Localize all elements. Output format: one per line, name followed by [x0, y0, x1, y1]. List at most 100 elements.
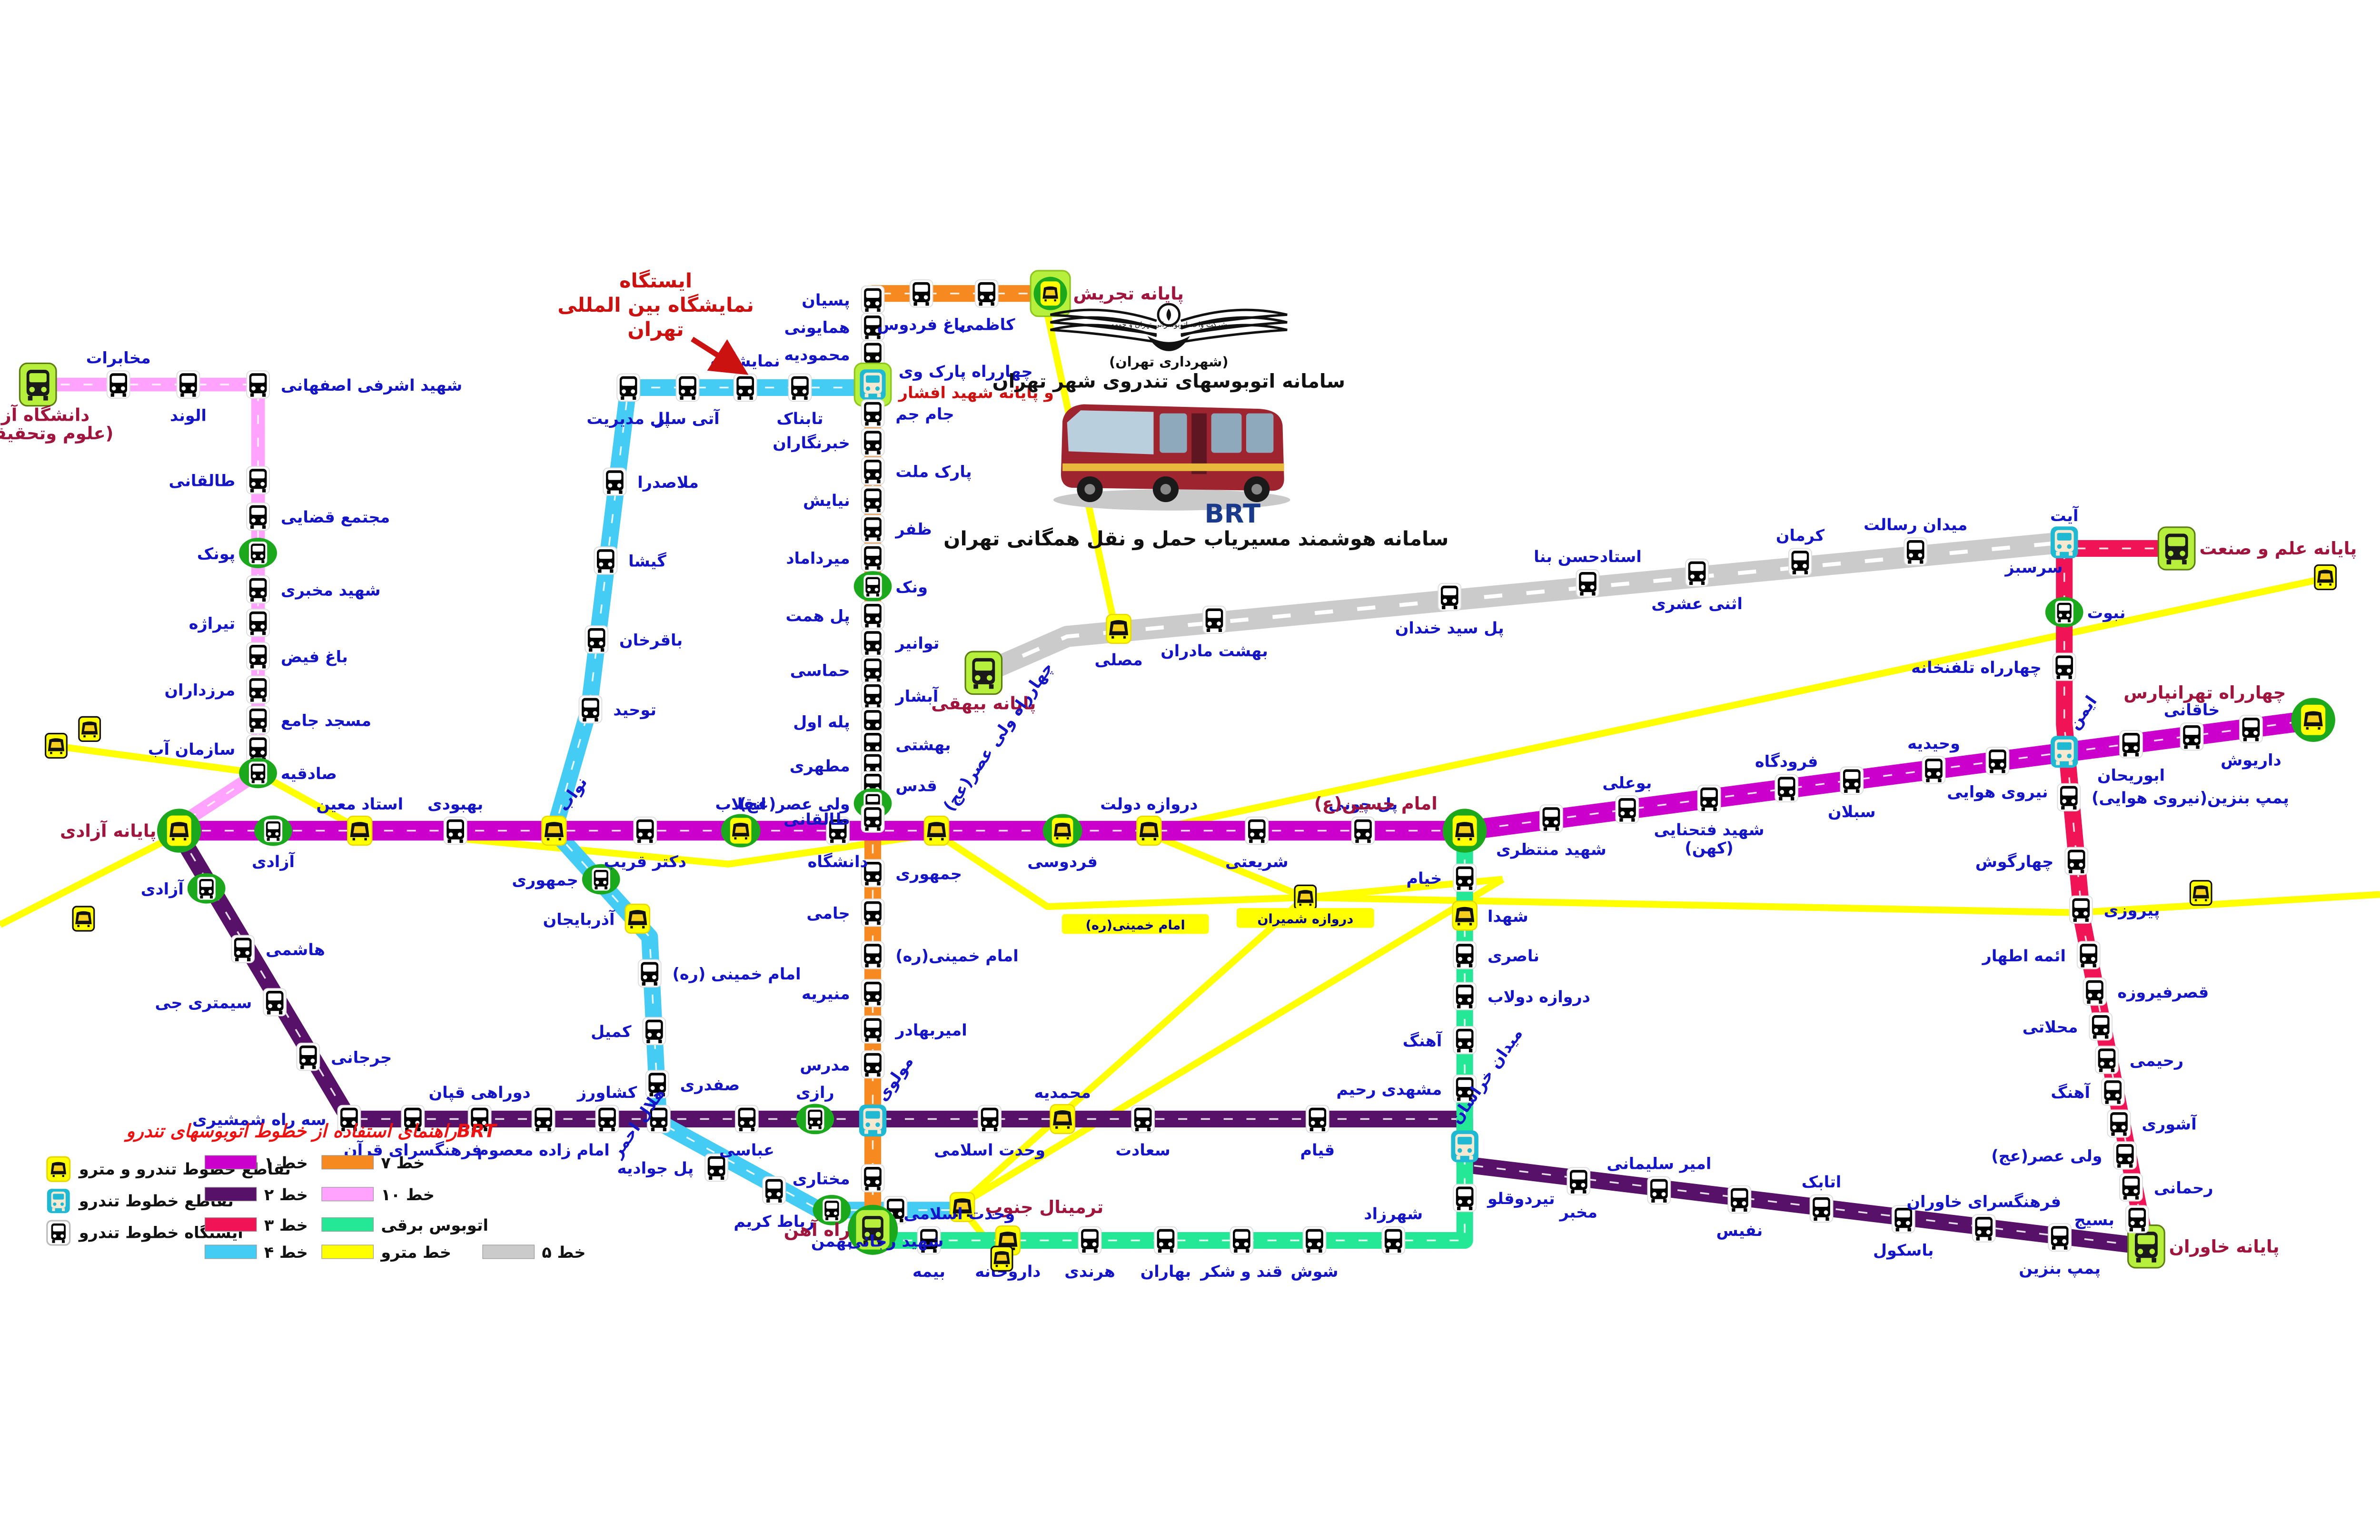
station-label: بهاران [1140, 1262, 1191, 1281]
station-label: اتابک [1802, 1173, 1841, 1191]
station-label: قند و شکر [1200, 1262, 1282, 1281]
station-label: کرمان [1776, 526, 1825, 545]
station-marker-bus [1453, 1074, 1477, 1103]
station-marker-bus [675, 373, 700, 402]
station-marker-bus [1567, 1167, 1591, 1195]
free-label: چهارراه پارک وی [899, 362, 1033, 381]
station-marker-bus [2119, 1173, 2143, 1202]
station-marker-bus [1438, 582, 1462, 612]
station-marker-bus [1727, 1185, 1752, 1214]
station-marker-bus [1351, 816, 1375, 845]
emblem-tail [1147, 336, 1190, 351]
emblem-wing [1050, 324, 1157, 344]
station-label: جامی [806, 904, 850, 923]
station-label: امام زاده معصوم [477, 1141, 609, 1160]
station-marker-bus [861, 1164, 885, 1193]
station-marker-bus [633, 816, 657, 845]
bus-window [1211, 413, 1242, 453]
emblem-wing [1180, 324, 1288, 344]
station-marker-green [239, 758, 277, 789]
station-marker-bus [1453, 863, 1477, 892]
station-marker-bus [645, 1070, 669, 1098]
station-marker-bus [861, 514, 885, 543]
station-marker-bus [337, 1105, 361, 1134]
station-label: سازمان آب [148, 739, 235, 759]
station-label: پله اول [793, 713, 850, 732]
station-marker-bus [861, 1015, 885, 1044]
station-marker-bus [1453, 1184, 1477, 1212]
station-marker-green [2045, 597, 2083, 628]
station-label: پایانه بیهقی [931, 693, 1036, 713]
station-marker-bus [531, 1105, 555, 1134]
station-marker-bus [1904, 537, 1928, 566]
station-label: بهمن [811, 1232, 853, 1251]
station-marker-bus [642, 1017, 666, 1046]
legend-swatch [204, 1217, 257, 1232]
station-marker-bus [1972, 1214, 1996, 1243]
free-label: سرسبز [2004, 558, 2063, 577]
station-label: مجتمع قضایی [281, 508, 390, 527]
station-label: پارک ملت [895, 463, 972, 481]
annotation-arrow [691, 336, 749, 375]
station-marker-bus [861, 1050, 885, 1079]
station-label: چهارگوش [1975, 852, 2054, 871]
station-marker-cyan [859, 1105, 887, 1137]
station-marker-bus [1922, 756, 1946, 784]
station-label: شریعتی [1225, 852, 1289, 871]
station-label: ولی عصر(عج) [739, 795, 850, 814]
station-label: منیریه [802, 985, 850, 1004]
station-label: گیشا [628, 552, 666, 571]
legend-title: راهنمای استفاده از خطوط اتوبوسهای تندروB… [124, 1121, 497, 1142]
metro-station-icon [78, 716, 101, 742]
legend-line-item: خط مترو [321, 1243, 451, 1262]
station-label: پایانه علم و صنعت [2200, 538, 2357, 559]
station-label: میدان رسالت [1864, 515, 1967, 534]
station-label: (کهن) [1685, 839, 1733, 858]
emblem-wing [1050, 316, 1157, 336]
station-label: شهید اشرفی اصفهانی [281, 376, 462, 395]
bus-photo [1053, 404, 1290, 511]
station-marker-bus [1230, 1226, 1254, 1255]
station-label: مسجد جامع [281, 711, 371, 731]
station-marker-gmetro [1042, 814, 1082, 848]
station-marker-metro [1136, 815, 1162, 846]
station-marker-green [796, 1104, 834, 1135]
station-marker-bus [1775, 774, 1799, 802]
station-label: قصرفیروزه [2117, 983, 2209, 1002]
station-marker-bus [2057, 783, 2081, 812]
station-marker-bus [2239, 715, 2263, 743]
metro-station-icon [2189, 880, 2212, 906]
station-label: ملاصدرا [637, 473, 699, 492]
station-label: رباط کریم [734, 1212, 814, 1231]
station-label: آتی ساز [654, 408, 720, 428]
legend-line-item: خط ۱۰ [321, 1185, 435, 1204]
metro-station-icon [1294, 884, 1317, 910]
legend-swatch [321, 1155, 374, 1170]
station-label: داریوش [2221, 750, 2281, 770]
station-label: فرهنگسرای خاوران [1906, 1192, 2061, 1211]
station-marker-bus [1685, 558, 1709, 587]
legend-line-label: خط ۲ [264, 1185, 308, 1204]
station-label: امام حسین(ع) [1314, 793, 1438, 814]
metro-station-icon [2314, 564, 2337, 591]
station-label: آزادی [141, 879, 185, 898]
station-label: صادقیه [281, 764, 337, 783]
emblem-wing [1180, 308, 1288, 328]
station-label: چهارراه تلفنخانه [1911, 658, 2042, 677]
legend-swatch [321, 1217, 374, 1232]
metro-label: امام خمینی(ره) [1086, 918, 1185, 933]
station-label: پایانه خاوران [2169, 1236, 2280, 1257]
station-marker-bus [1615, 795, 1639, 824]
station-label: بهشت مادران [1160, 642, 1268, 661]
metro-line [957, 895, 1308, 1208]
station-marker-bus [978, 1105, 1002, 1134]
station-label: خبرنگاران [773, 434, 850, 453]
station-marker-bus [1985, 747, 2010, 775]
metro-line [957, 876, 1505, 1209]
legend-line-label: خط ۳ [264, 1216, 308, 1234]
station-marker-bus [826, 816, 850, 845]
brt-label: BRT [1205, 499, 1261, 529]
station-label: پمپ بنزین(نیروی هوایی) [2092, 789, 2289, 808]
station-label: طالقانی [169, 472, 236, 490]
